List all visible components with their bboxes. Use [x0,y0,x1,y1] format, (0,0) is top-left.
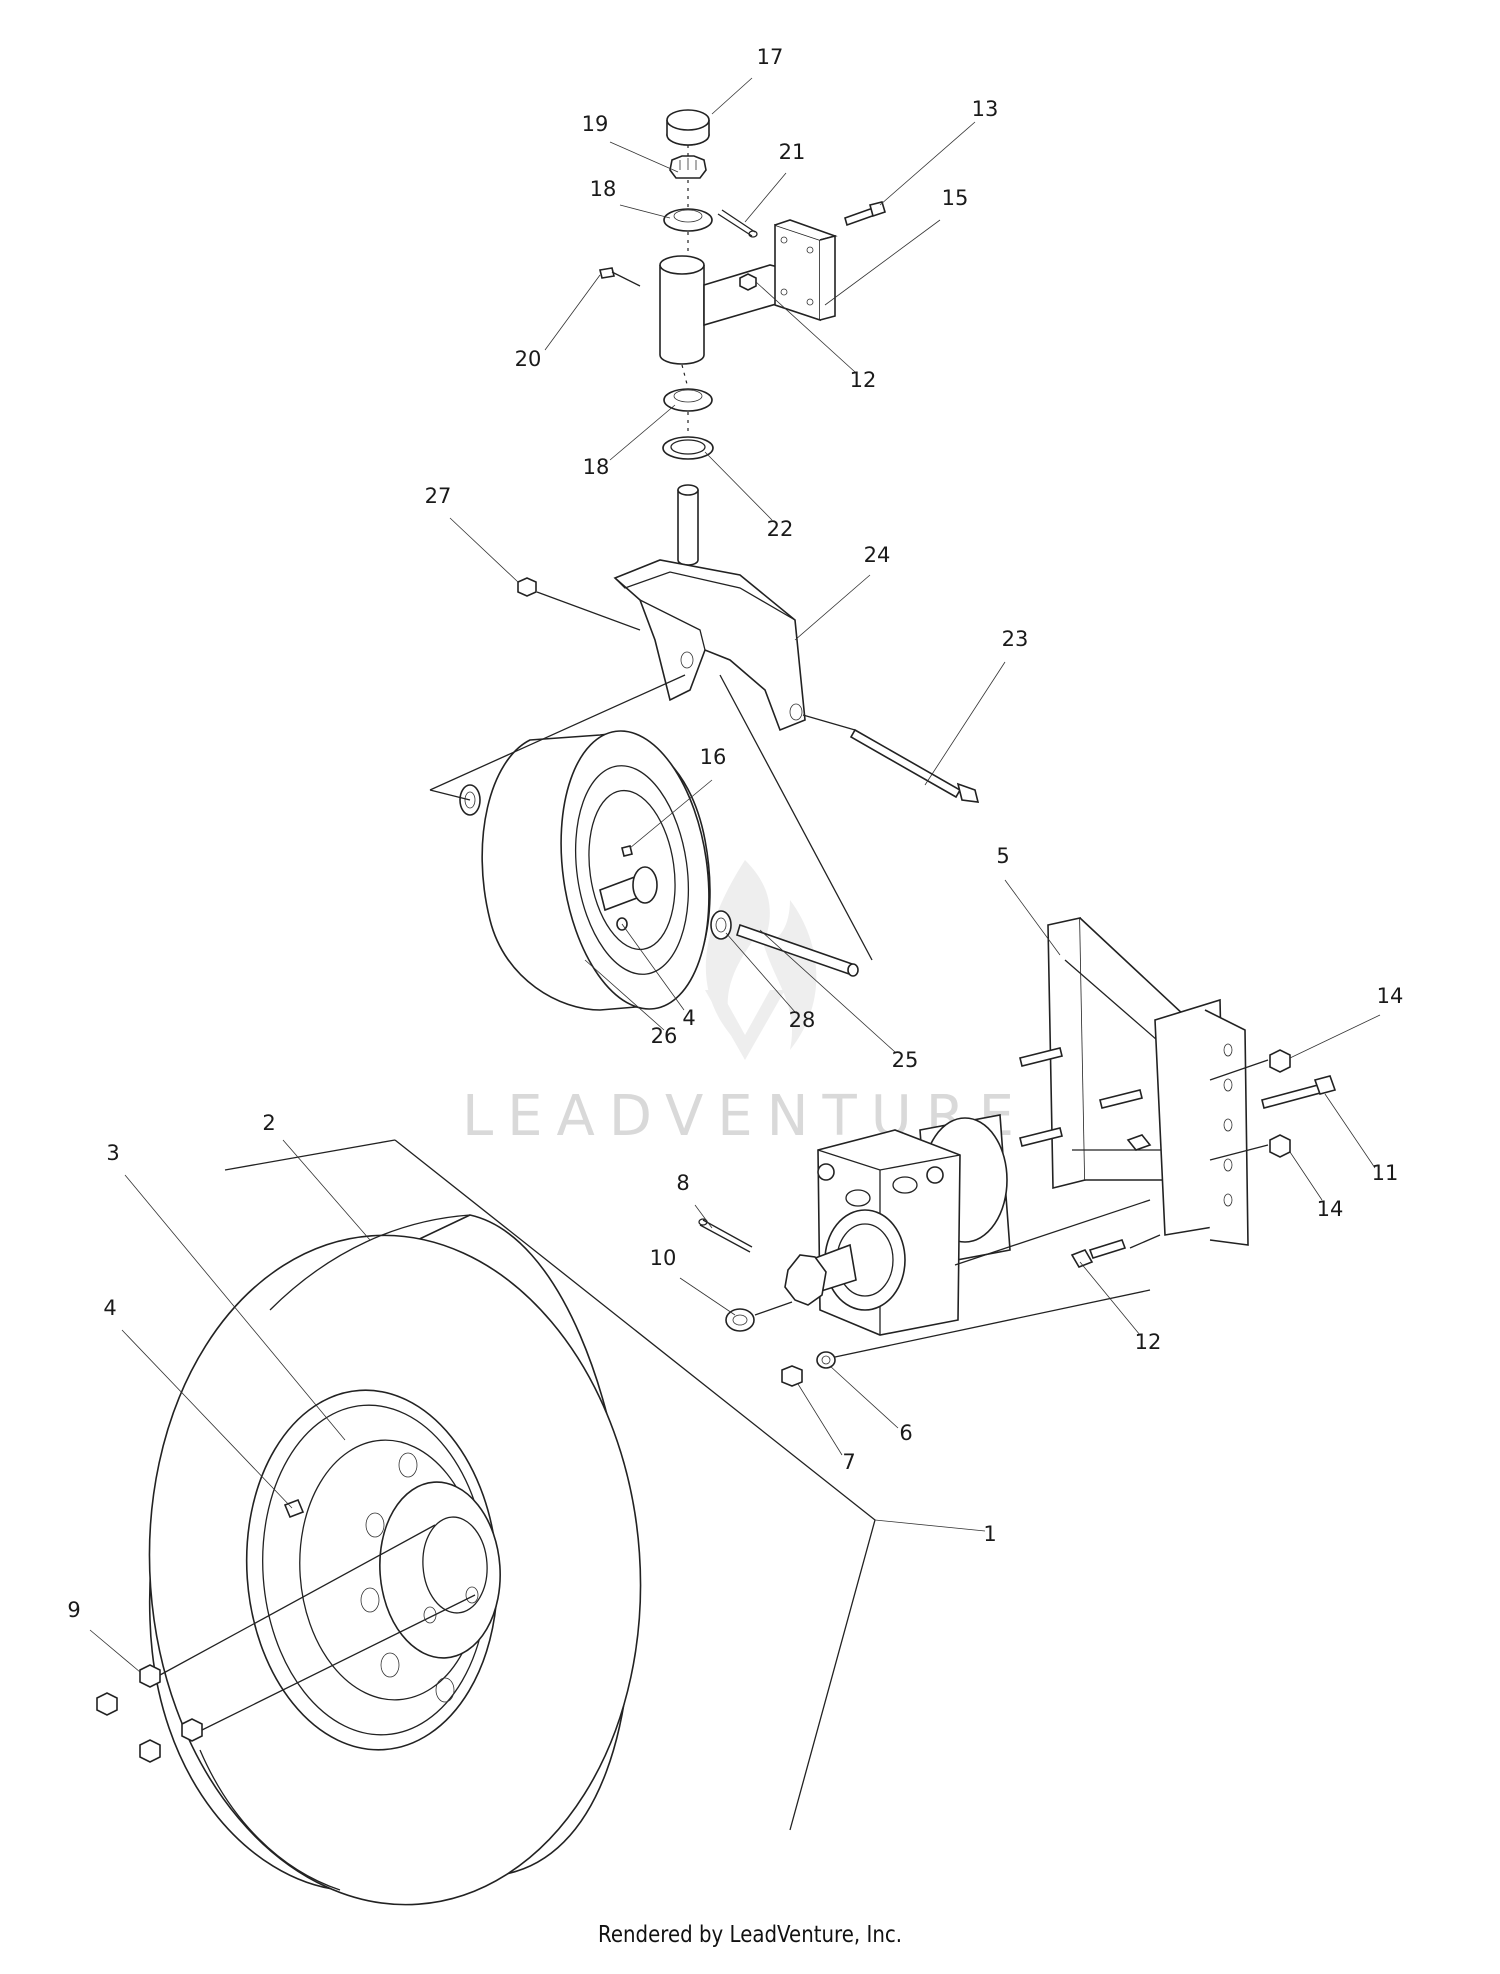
callout-21: 21 [779,140,806,164]
callout-9: 9 [67,1598,80,1622]
callout-26: 26 [651,1024,678,1048]
callout-23: 23 [1002,627,1029,651]
part-19-castle-nut [669,155,707,179]
callout-6: 6 [899,1421,912,1445]
part-7-nut [781,1365,803,1387]
part-16-grease-fitting [621,845,633,857]
callout-18-top: 18 [590,177,617,201]
part-18-bearing-top [663,208,713,232]
part-17-cap [666,109,710,146]
part-13-bolt [844,201,886,227]
part-23-axle-bolt [849,728,980,803]
callout-4-small: 4 [682,1006,695,1030]
callout-10: 10 [650,1246,677,1270]
callout-24: 24 [864,543,891,567]
part-14-nut-top [1269,1049,1291,1073]
callout-5: 5 [996,844,1009,868]
part-21-cotter-pin [717,209,758,238]
leader-lines [89,77,1381,1673]
callout-3: 3 [106,1141,119,1165]
callout-20: 20 [515,347,542,371]
callout-15: 15 [942,186,969,210]
part-12-bolt-bottom [1070,1239,1127,1268]
callout-7: 7 [842,1450,855,1474]
callout-8: 8 [676,1171,689,1195]
part-4-valve-stem-large [283,1498,305,1519]
part-3-rim [245,1389,501,1751]
part-6-washer [816,1351,836,1369]
assembly-lines-motor [754,1059,1269,1358]
callout-27: 27 [425,484,452,508]
callout-22: 22 [767,517,794,541]
callout-19: 19 [582,112,609,136]
part-20-grease-fitting [599,267,641,287]
part-motor [784,1114,1011,1336]
part-25-axle [736,923,859,977]
callout-12-top: 12 [850,368,877,392]
callout-14-top: 14 [1377,984,1404,1008]
watermark-flame-logo [705,860,817,1060]
part-14-nut-bottom [1269,1134,1291,1158]
part-22-seal [662,436,714,460]
callout-28: 28 [789,1008,816,1032]
callout-17: 17 [757,45,784,69]
part-11-bolt [1261,1075,1337,1109]
callout-16: 16 [700,745,727,769]
part-24-caster-fork [613,484,806,732]
callout-12-bottom: 12 [1135,1330,1162,1354]
callout-11: 11 [1372,1161,1399,1185]
part-8-cotter-pin [698,1218,753,1253]
part-28-spacer [710,910,732,940]
part-5-motor-mount-plate [1019,917,1249,1246]
part-10-washer [725,1308,755,1332]
callout-2: 2 [262,1111,275,1135]
callout-14-bottom: 14 [1317,1197,1344,1221]
part-18-bearing-bottom [663,388,713,412]
part-27-nut [517,577,537,597]
callout-18-bottom: 18 [583,455,610,479]
assembly-lines-caster [429,145,873,961]
footer-credit: Rendered by LeadVenture, Inc. [597,1922,903,1948]
part-26-caster-wheel [481,730,711,1011]
part-12-nut-top [739,273,757,291]
callout-13: 13 [972,97,999,121]
callout-25: 25 [892,1048,919,1072]
part-9-lug-nuts [96,1664,203,1763]
callout-1: 1 [983,1522,996,1546]
callout-4-large: 4 [103,1296,116,1320]
part-15-caster-bracket [659,219,838,365]
